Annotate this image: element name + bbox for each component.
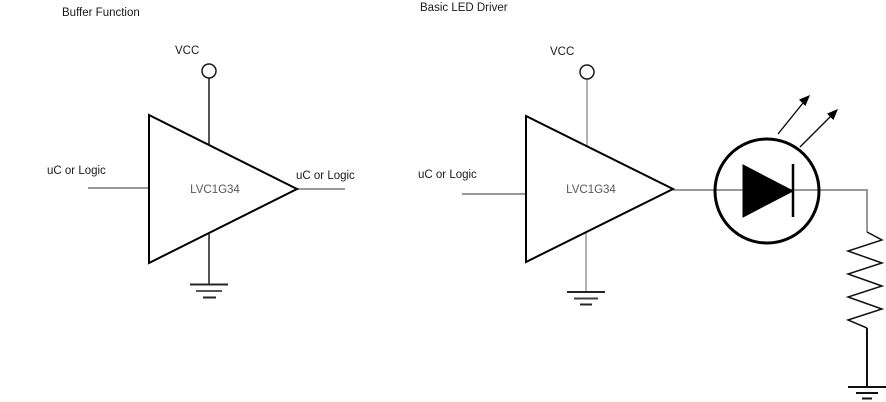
ground-icon — [190, 283, 228, 299]
light-emission-arrows-icon — [777, 95, 838, 148]
led-icon — [713, 137, 821, 245]
buffer-triangle-icon — [148, 113, 300, 265]
right-circuit-title: Basic LED Driver — [420, 2, 508, 14]
resistor-icon — [845, 231, 885, 329]
buffer-triangle-icon — [525, 114, 676, 264]
vcc-terminal-icon — [579, 64, 595, 80]
right-gate-label: LVC1G34 — [566, 184, 616, 196]
left-gate-label: LVC1G34 — [190, 184, 240, 196]
right-output-wire — [673, 189, 868, 232]
vcc-terminal-icon — [201, 63, 217, 79]
buffer-function-circuit — [88, 63, 345, 299]
ground-icon — [848, 386, 886, 400]
right-vcc-label: VCC — [550, 46, 575, 58]
ground-icon — [567, 291, 605, 306]
left-circuit-title: Buffer Function — [62, 7, 140, 19]
right-input-label: uC or Logic — [418, 169, 477, 181]
left-input-label: uC or Logic — [47, 165, 106, 177]
led-driver-circuit — [462, 64, 886, 400]
left-output-label: uC or Logic — [296, 170, 355, 182]
left-vcc-label: VCC — [175, 45, 200, 57]
